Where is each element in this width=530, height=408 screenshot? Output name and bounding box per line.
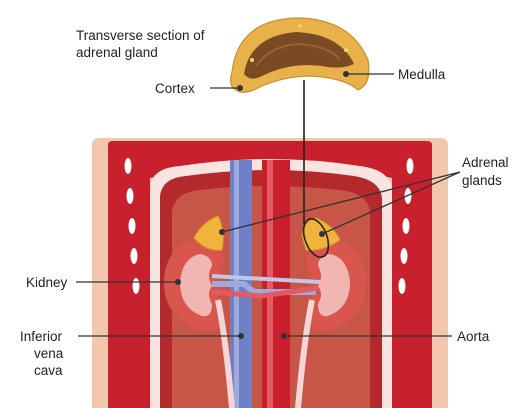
left-ureter xyxy=(215,299,235,408)
left-kidney xyxy=(163,240,235,408)
right-muscle-wall xyxy=(392,141,432,408)
adrenal-cross-section xyxy=(230,17,370,93)
leader-lines xyxy=(76,71,461,339)
section-title-line1: Transverse section of xyxy=(76,28,205,43)
renal-vessels xyxy=(211,274,321,299)
aorta-highlight xyxy=(267,160,273,408)
medulla-label: Medulla xyxy=(398,67,446,82)
right-ureter xyxy=(295,299,315,408)
left-muscle-wall xyxy=(108,141,150,408)
inferior-vena-cava-label-line3: cava xyxy=(34,363,63,378)
section-title-line2: adrenal gland xyxy=(76,45,158,60)
cortex-label: Cortex xyxy=(155,81,195,96)
right-wall-fat-pads xyxy=(398,158,414,294)
right-kidney xyxy=(295,240,367,408)
adrenal-highlight-ring xyxy=(302,218,330,258)
inferior-vena-cava-label-line1: Inferior xyxy=(20,329,63,344)
medulla-region xyxy=(244,32,354,79)
aorta-label: Aorta xyxy=(457,329,490,344)
aorta xyxy=(262,160,290,408)
inferior-vena-cava-label-line2: vena xyxy=(34,346,64,361)
adrenal-glands-label-line2: glands xyxy=(462,173,502,188)
kidney-label: Kidney xyxy=(26,275,68,290)
adrenal-glands-label-line1: Adrenal xyxy=(462,155,509,170)
